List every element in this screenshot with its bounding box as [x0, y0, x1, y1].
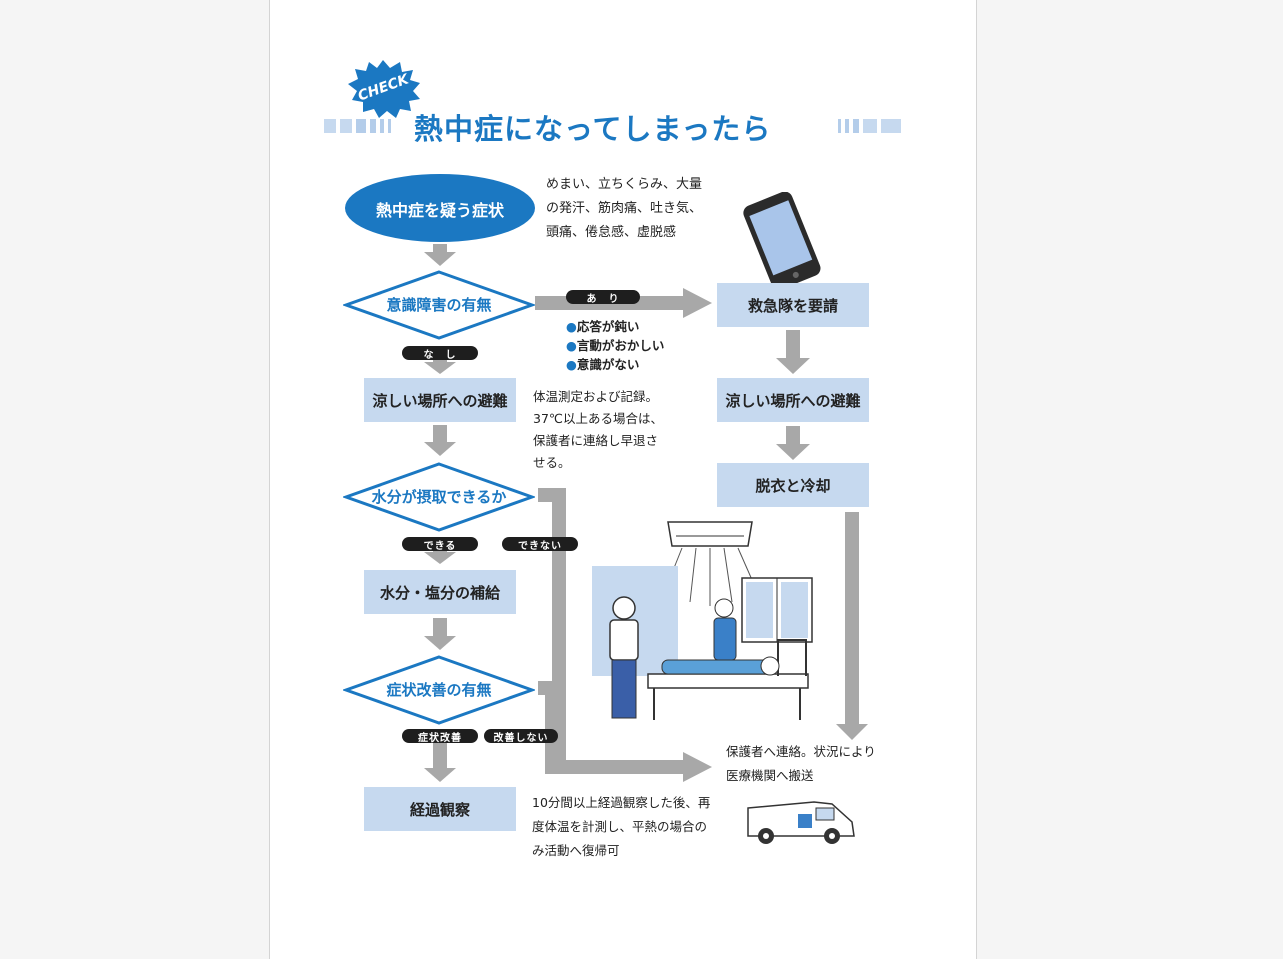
q3-label: 症状改善の有無 [386, 681, 492, 699]
note-line: 頭痛、倦怠感、虚脱感 [546, 225, 677, 240]
decision-diamond-hydration [343, 462, 535, 532]
ambulance-icon [747, 801, 855, 844]
decision-diamond-improvement [343, 655, 535, 725]
start-ellipse-shape [345, 174, 535, 242]
q1-label: 意識障害の有無 [386, 296, 492, 314]
smartphone-icon [743, 192, 821, 290]
observe-box: 経過観察 [364, 787, 516, 831]
infirmary-illustration [592, 521, 813, 720]
bullet-item: ●応答が鈍い [566, 319, 640, 334]
start-symptoms-label: 熱中症を疑う症状 [375, 201, 504, 220]
q2-yes-pill: できる [402, 537, 478, 552]
decision-diamond-consciousness [343, 270, 535, 340]
header-stripes-right [838, 119, 901, 133]
q1-no-pill: な し [402, 346, 478, 361]
check-badge: CHECK [343, 58, 423, 120]
note-line: 10分間以上経過観察した後、再 [532, 795, 711, 810]
q3-yes-pill: 症状改善 [402, 729, 478, 744]
call-ambulance-box: 救急隊を要請 [717, 283, 869, 327]
q2-no-pill: できない [502, 537, 578, 552]
start-symptoms-note: めまい、立ちくらみ、大量 の発汗、筋肉痛、吐き気、 頭痛、倦怠感、虚脱感 [546, 173, 702, 245]
header-stripes-left [324, 119, 391, 133]
q1-yes-pill: あ り [566, 290, 640, 305]
note-line: 度体温を計測し、平熱の場合の [532, 819, 708, 834]
temperature-note: 体温測定および記録。 37℃以上ある場合は、 保護者に連絡し早退さ せる。 [533, 386, 663, 474]
page-title: 熱中症になってしまったら [414, 112, 772, 146]
q1-yes-bullets: ●応答が鈍い ●言動がおかしい ●意識がない [566, 317, 664, 374]
hydrate-box: 水分・塩分の補給 [364, 570, 516, 614]
parent-contact-note: 保護者へ連絡。状況により 医療機関へ搬送 [726, 740, 876, 788]
cool-place-box-right: 涼しい場所への避難 [717, 378, 869, 422]
undress-cool-box: 脱衣と冷却 [717, 463, 869, 507]
bullet-item: ●意識がない [566, 357, 640, 372]
note-line: せる。 [533, 455, 571, 470]
note-line: 保護者に連絡し早退さ [533, 433, 659, 448]
cool-place-box-left: 涼しい場所への避難 [364, 378, 516, 422]
observe-note: 10分間以上経過観察した後、再 度体温を計測し、平熱の場合の み活動へ復帰可 [532, 791, 710, 863]
check-burst-icon [348, 60, 420, 118]
note-line: 37℃以上ある場合は、 [533, 411, 663, 426]
bullet-item: ●言動がおかしい [566, 338, 665, 353]
note-line: み活動へ復帰可 [532, 843, 620, 858]
note-line: 医療機関へ搬送 [726, 768, 814, 783]
note-line: 体温測定および記録。 [533, 389, 659, 404]
q2-label: 水分が摂取できるか [371, 488, 507, 506]
q3-no-pill: 改善しない [484, 729, 558, 744]
note-line: めまい、立ちくらみ、大量 [546, 177, 703, 192]
note-line: 保護者へ連絡。状況により [726, 744, 876, 759]
note-line: の発汗、筋肉痛、吐き気、 [546, 201, 703, 216]
